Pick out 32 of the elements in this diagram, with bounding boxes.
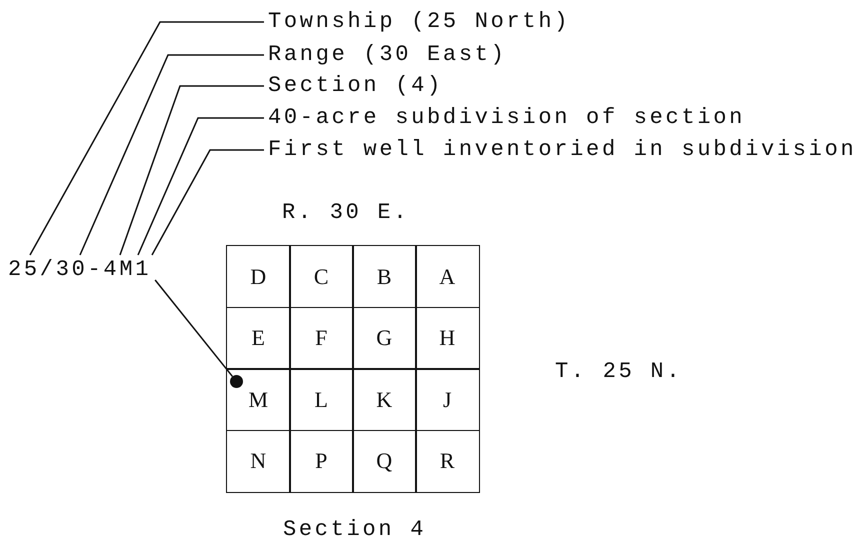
subdivision-cell: R xyxy=(415,430,480,492)
callout-label: 40-acre subdivision of section xyxy=(268,105,746,131)
subdivision-cell: F xyxy=(289,306,354,370)
well-number: 25/30-4M1 xyxy=(8,257,152,283)
subdivision-cell: N xyxy=(226,430,290,492)
leader-line xyxy=(29,21,264,256)
well-dot xyxy=(230,375,243,388)
subdivision-cell: G xyxy=(352,306,416,370)
leader-line xyxy=(119,85,264,256)
callout-label: First well inventoried in subdivision xyxy=(268,137,856,163)
map-label: R. 30 E. xyxy=(282,200,410,226)
map-label: T. 25 N. xyxy=(555,359,682,385)
leader-line xyxy=(79,54,264,256)
subdivision-cell: A xyxy=(415,245,480,308)
subdivision-cell: J xyxy=(415,368,480,431)
subdivision-cell: C xyxy=(289,245,354,308)
map-label: Section 4 xyxy=(283,517,426,543)
callout-label: Section (4) xyxy=(268,73,443,99)
subdivision-cell: Q xyxy=(352,430,416,492)
callout-label: Township (25 North) xyxy=(268,9,570,35)
subdivision-cell: M xyxy=(226,368,290,431)
subdivision-cell: B xyxy=(352,245,416,308)
subdivision-cell: P xyxy=(289,430,354,492)
leader-line xyxy=(137,117,264,256)
subdivision-cell: E xyxy=(226,306,290,370)
subdivision-cell: L xyxy=(289,368,354,431)
callout-label: Range (30 East) xyxy=(268,42,507,68)
subdivision-cell: K xyxy=(352,368,416,431)
subdivision-cell: D xyxy=(226,245,290,308)
subdivision-cell: H xyxy=(415,306,480,370)
leader-line xyxy=(154,280,234,377)
leader-line xyxy=(151,149,264,256)
